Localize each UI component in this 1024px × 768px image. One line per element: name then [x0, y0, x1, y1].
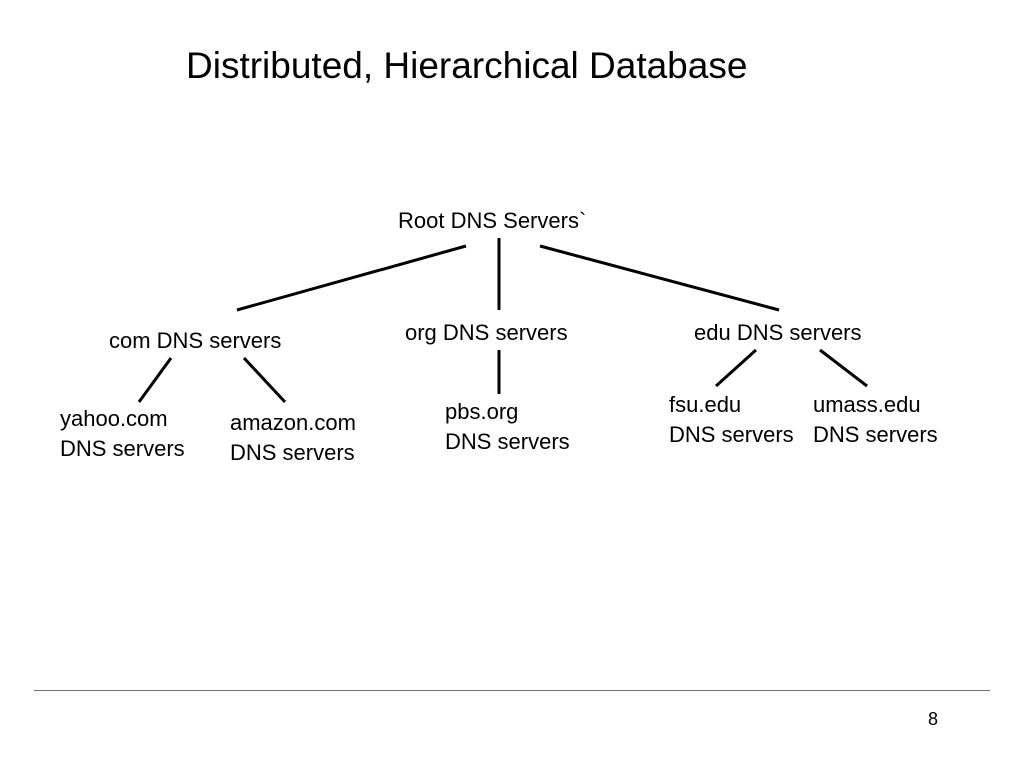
yahoo-dns-line2: DNS servers [60, 436, 185, 461]
pbs-dns-node: pbs.org DNS servers [445, 397, 570, 457]
root-dns-label: Root DNS Servers` [398, 208, 587, 233]
edge-com-yahoo [137, 357, 173, 403]
edge-com-amazon [242, 356, 287, 404]
root-dns-node: Root DNS Servers` [398, 206, 586, 236]
pbs-dns-line1: pbs.org [445, 399, 519, 424]
edu-dns-node: edu DNS servers [694, 318, 862, 348]
edge-root-edu [539, 244, 780, 312]
com-dns-node: com DNS servers [109, 326, 281, 356]
umass-dns-line1: umass.edu [813, 392, 921, 417]
umass-dns-line2: DNS servers [813, 422, 938, 447]
amazon-dns-line2: DNS servers [230, 440, 355, 465]
footer-divider [34, 690, 990, 691]
fsu-dns-node: fsu.edu DNS servers [669, 390, 794, 450]
fsu-dns-line2: DNS servers [669, 422, 794, 447]
org-dns-label: org DNS servers [405, 320, 568, 345]
edu-dns-label: edu DNS servers [694, 320, 862, 345]
page-number: 8 [927, 709, 938, 729]
yahoo-dns-node: yahoo.com DNS servers [60, 404, 185, 464]
umass-dns-node: umass.edu DNS servers [813, 390, 938, 450]
amazon-dns-node: amazon.com DNS servers [230, 408, 356, 468]
org-dns-node: org DNS servers [405, 318, 568, 348]
yahoo-dns-line1: yahoo.com [60, 406, 168, 431]
amazon-dns-line1: amazon.com [230, 410, 356, 435]
slide-title: Distributed, Hierarchical Database [186, 45, 748, 86]
edge-edu-fsu [714, 348, 758, 388]
edge-edu-umass [819, 348, 868, 388]
edge-root-com [236, 244, 467, 312]
fsu-dns-line1: fsu.edu [669, 392, 742, 417]
com-dns-label: com DNS servers [109, 328, 282, 353]
pbs-dns-line2: DNS servers [445, 429, 570, 454]
